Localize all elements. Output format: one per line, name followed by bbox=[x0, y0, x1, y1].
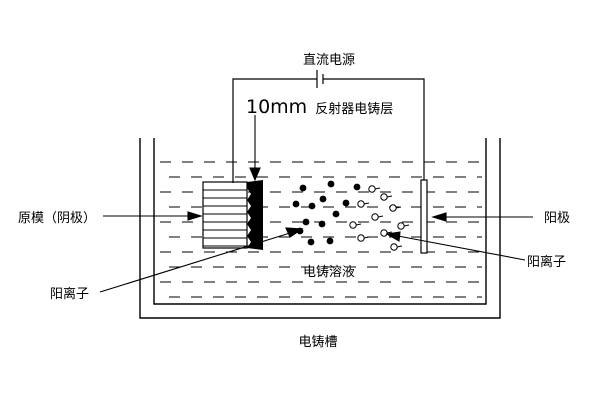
cation-ion bbox=[357, 234, 370, 242]
cation-ion bbox=[357, 200, 370, 208]
tank-walls bbox=[139, 138, 501, 319]
cathode-label: 原模（阴极） bbox=[18, 211, 96, 226]
metal-ion bbox=[302, 218, 310, 226]
metal-ion bbox=[327, 180, 335, 188]
ions bbox=[292, 180, 410, 251]
cation-ion bbox=[380, 229, 393, 237]
reflector-layer-label: 10mm 反射器电铸层 bbox=[246, 96, 393, 118]
dc-power-circuit bbox=[232, 70, 425, 183]
cation-ion bbox=[349, 221, 362, 229]
solution-liquid-lines bbox=[160, 161, 482, 298]
metal-ion bbox=[318, 220, 326, 228]
arrows bbox=[99, 115, 533, 293]
cation-ion bbox=[397, 222, 410, 230]
electroformed-layer bbox=[247, 180, 263, 250]
metal-ion bbox=[292, 200, 300, 208]
metal-ion bbox=[332, 210, 340, 218]
cation-ion bbox=[390, 243, 403, 251]
metal-ion bbox=[353, 183, 361, 191]
solution-label: 电铸溶液 bbox=[303, 264, 355, 280]
metal-ion bbox=[319, 195, 327, 203]
metal-ion bbox=[299, 184, 307, 192]
cation-right-label: 阳离子 bbox=[527, 254, 566, 270]
metal-ion bbox=[307, 238, 315, 246]
reflector-text-label: 反射器电铸层 bbox=[315, 101, 393, 117]
cation-ion bbox=[389, 204, 402, 212]
metal-ion bbox=[326, 237, 334, 245]
anode-electrode bbox=[420, 179, 428, 254]
tank-label: 电铸槽 bbox=[298, 334, 337, 350]
power-supply-label: 直流电源 bbox=[303, 53, 355, 68]
metal-ion bbox=[308, 202, 316, 210]
cation-left-label: 阳离子 bbox=[50, 286, 89, 302]
anode-label: 阳极 bbox=[544, 211, 570, 226]
cation-ion bbox=[368, 185, 381, 193]
reflector-size-label: 10mm bbox=[246, 96, 307, 118]
metal-ion bbox=[342, 199, 350, 207]
cathode-mold bbox=[202, 181, 248, 249]
cation-ion bbox=[371, 213, 384, 221]
cation-ion bbox=[380, 193, 393, 201]
